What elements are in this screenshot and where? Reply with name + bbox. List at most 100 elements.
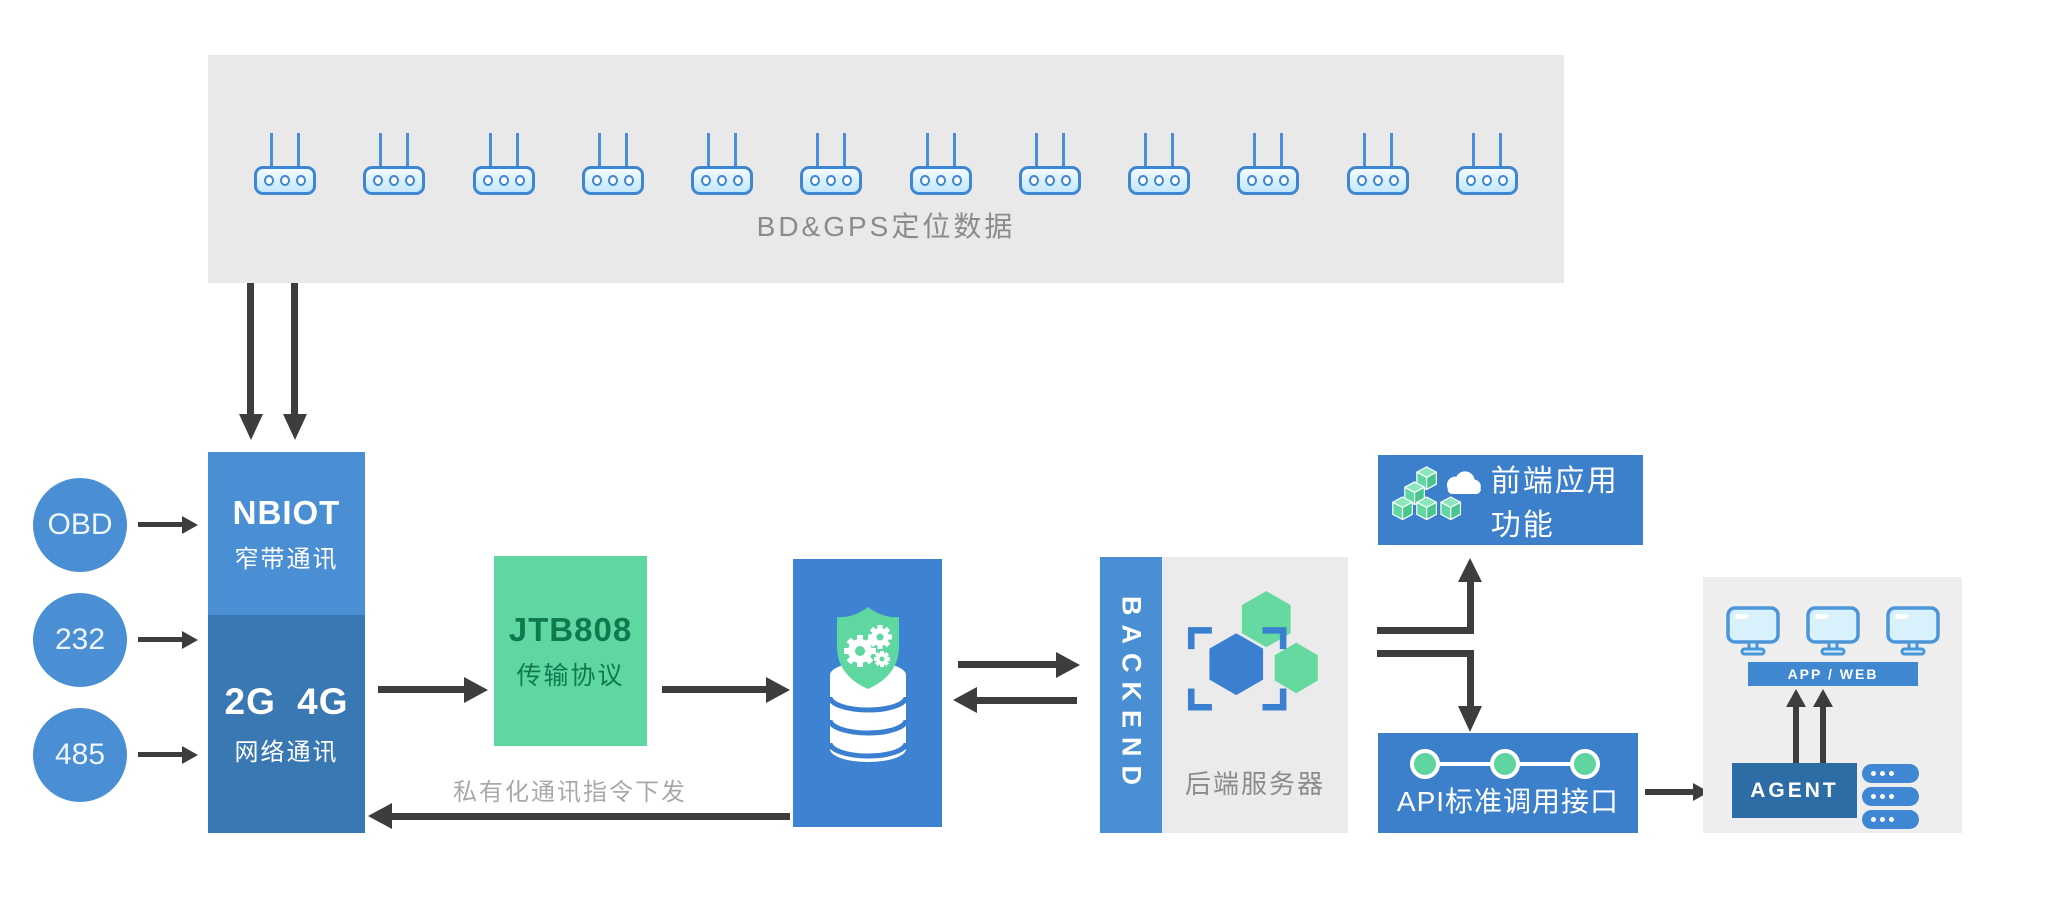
- router-body: [472, 166, 535, 195]
- arrow-line: [958, 661, 1058, 668]
- backend-node: BACKEND 后端服务器: [1100, 557, 1348, 833]
- protocol-title: JTB808: [508, 610, 633, 648]
- router-antenna: [406, 133, 410, 167]
- router-antenna: [1034, 133, 1038, 167]
- gateway-node: NBIOT 窄带通讯 2G 4G 网络通讯: [208, 452, 365, 833]
- wifi-router-icon: [253, 133, 317, 205]
- arrow-line: [390, 813, 790, 820]
- arrow-line: [138, 522, 182, 527]
- arrow-line: [138, 752, 182, 757]
- desktop-monitor-icon: [1805, 606, 1860, 656]
- server-stack: [1703, 577, 1962, 833]
- wifi-router-icon: [1236, 133, 1300, 205]
- arrow-head: [953, 687, 977, 713]
- datastore-node: [793, 559, 942, 827]
- router-antenna: [597, 133, 601, 167]
- agent-box: AGENT: [1732, 763, 1857, 818]
- peripheral-485: 485: [33, 708, 127, 802]
- cellular-title: 2G 4G: [224, 681, 349, 722]
- arrow-head: [182, 631, 198, 649]
- frontend-label: 前端应用功能: [1490, 465, 1619, 542]
- cubes-cloud-icon: [1392, 466, 1481, 521]
- protocol-subtitle: 传输协议: [516, 661, 625, 690]
- arrow-head: [182, 746, 198, 764]
- hexagon-cluster-icon: [1187, 591, 1318, 711]
- arrow-head: [182, 516, 198, 534]
- backend-strip: BACKEND: [1100, 557, 1162, 833]
- router-body: [800, 166, 863, 195]
- arrow-line: [977, 697, 1077, 704]
- arrow-line: [1467, 650, 1474, 708]
- backend-caption: 后端服务器: [1184, 769, 1325, 799]
- desktop-monitor-icon: [1885, 606, 1940, 656]
- arrow-head: [1786, 689, 1806, 707]
- down-arrow-head: [283, 414, 307, 440]
- shield-gears-database-icon: [827, 607, 908, 762]
- arrow-line: [1793, 705, 1799, 763]
- wifi-router-icon: [1346, 133, 1410, 205]
- panel-caption: BD&GPS定位数据: [756, 211, 1016, 242]
- downlink-label: 私有化通讯指令下发: [453, 779, 687, 806]
- router-antenna: [1280, 133, 1284, 167]
- arrow-head: [1458, 558, 1482, 582]
- cellular-section: 2G 4G 网络通讯: [208, 615, 365, 833]
- router-body: [909, 166, 972, 195]
- router-antenna: [707, 133, 711, 167]
- bd-gps-device-panel: BD&GPS定位数据: [208, 55, 1564, 283]
- cellular-subtitle: 网络通讯: [234, 739, 339, 766]
- arrow-head: [1056, 652, 1080, 678]
- timeline-node: [1410, 749, 1440, 779]
- wifi-router-icon: [690, 133, 754, 205]
- router-body: [1237, 166, 1300, 195]
- server-rack-icon: [1862, 764, 1919, 783]
- wifi-router-icon: [472, 133, 536, 205]
- router-antenna: [1253, 133, 1257, 167]
- router-body: [1128, 166, 1191, 195]
- wifi-router-icon: [799, 133, 863, 205]
- down-arrow-head: [239, 414, 263, 440]
- monitor-row: [1703, 605, 1962, 657]
- server-rack-icon: [1862, 810, 1919, 829]
- down-arrow-line: [291, 283, 298, 418]
- router-antenna: [925, 133, 929, 167]
- router-antenna: [1498, 133, 1502, 167]
- router-antenna: [379, 133, 383, 167]
- router-body: [581, 166, 644, 195]
- router-body: [1346, 166, 1409, 195]
- app-web-bar: APP / WEB: [1748, 662, 1918, 686]
- arrow-line: [1377, 627, 1474, 634]
- router-antenna: [270, 133, 273, 167]
- api-node: API标准调用接口: [1378, 733, 1638, 833]
- router-body: [254, 166, 316, 195]
- arrow-head: [464, 677, 488, 703]
- server-rack-icon: [1862, 787, 1919, 806]
- router-body: [691, 166, 754, 195]
- wifi-router-icon: [1018, 133, 1082, 205]
- wifi-router-icon: [1127, 133, 1191, 205]
- wifi-router-icon: [362, 133, 426, 205]
- backend-vertical-label: BACKEND: [1116, 596, 1147, 794]
- timeline-node: [1570, 749, 1600, 779]
- wifi-router-icon: [909, 133, 973, 205]
- client-panel: APP / WEB AGENT: [1703, 577, 1962, 833]
- wifi-router-icon: [581, 133, 645, 205]
- peripheral-232: 232: [33, 593, 127, 687]
- arrow-head: [1458, 706, 1482, 732]
- arrow-head: [368, 803, 392, 829]
- router-antenna: [1171, 133, 1175, 167]
- arrow-line: [1820, 705, 1826, 763]
- peripheral-obd: OBD: [33, 478, 127, 572]
- arrow-line: [1377, 650, 1474, 657]
- device-row: [253, 133, 1519, 211]
- router-antenna: [624, 133, 628, 167]
- router-antenna: [297, 133, 300, 167]
- desktop-monitor-icon: [1725, 606, 1780, 656]
- api-label: API标准调用接口: [1396, 786, 1620, 817]
- router-antenna: [515, 133, 519, 167]
- nbiot-subtitle: 窄带通讯: [234, 545, 339, 573]
- router-antenna: [734, 133, 738, 167]
- router-body: [363, 166, 426, 195]
- nbiot-title: NBIOT: [232, 493, 341, 531]
- timeline-nodes-icon: [1410, 749, 1600, 779]
- nbiot-section: NBIOT 窄带通讯: [208, 452, 365, 615]
